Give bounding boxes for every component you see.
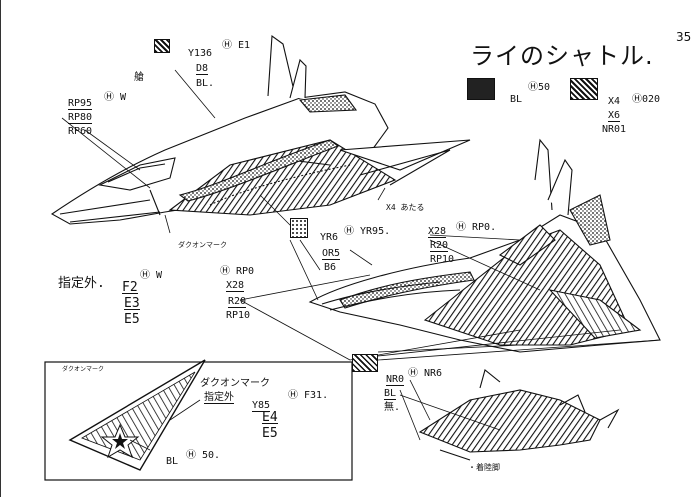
upper-shuttle-drawing [50, 34, 471, 225]
right-c: RP10 [430, 254, 455, 265]
palette-light-mark: Ⓗ020 [632, 94, 661, 105]
palette-dark-mark: Ⓗ50 [528, 82, 551, 93]
top-code: Y136 [188, 48, 213, 59]
cockpit-mark: Ⓗ YR95. [344, 226, 391, 237]
palette-dark-code: BL [510, 94, 523, 105]
swatch-dark [467, 78, 495, 100]
cockpit-swatch [290, 218, 308, 238]
palette-light-code-3: NR01 [602, 124, 627, 135]
right-b: R20 [430, 240, 449, 252]
inset-bl-mark: Ⓗ 50. [186, 450, 221, 461]
left-a-mark: Ⓗ W [104, 92, 127, 103]
right-a-mark: Ⓗ RP0. [456, 222, 497, 233]
side-kanji: 艙 [134, 72, 144, 83]
top-swatch [154, 39, 170, 53]
inset-c: E5 [262, 426, 278, 441]
right-shuttle-drawing [308, 138, 661, 353]
mid-mark: Ⓗ RP0 [220, 266, 255, 277]
bottom-a: BL [384, 388, 397, 400]
left-a: RP95 [68, 98, 93, 110]
shitei-c: E5 [124, 312, 140, 327]
bottom-code: NR0 [386, 374, 405, 386]
mark-pointer-label: ダクオンマーク [178, 241, 227, 249]
shitei-mark: Ⓗ W [140, 270, 163, 281]
underside-drawing [418, 369, 620, 461]
bottom-swatch [352, 354, 378, 372]
shitei-label: 指定外. [58, 276, 105, 291]
inset-a: Y85 [252, 400, 271, 412]
mid-c: RP10 [226, 310, 251, 321]
page-number: 35 [676, 30, 692, 44]
left-c: RP60 [68, 126, 93, 137]
emblem-inset-box [44, 359, 353, 481]
cockpit-code: YR6 [320, 232, 339, 243]
leader-lines [61, 69, 661, 451]
top-a: D8 [196, 63, 209, 75]
underside-note: ・着陸脚 [468, 463, 500, 472]
cockpit-b: B6 [324, 262, 337, 273]
arrow-note: X4 あたる [386, 203, 425, 212]
swatch-light [570, 78, 598, 100]
palette-light-code-2: X6 [608, 110, 621, 122]
inset-mark: Ⓗ F31. [288, 390, 329, 401]
mid-b: R20 [228, 296, 247, 308]
bottom-b: 無. [384, 402, 401, 413]
inset-sub: 指定外 [204, 392, 234, 404]
inset-title: ダクオンマーク [200, 378, 270, 389]
sheet-title: ライのシャトル. [470, 42, 654, 70]
bottom-mark: Ⓗ NR6 [408, 368, 443, 379]
mid-a: X28 [226, 280, 245, 292]
inset-b: E4 [262, 410, 278, 425]
inset-bl: BL [166, 456, 179, 467]
top-mark: Ⓗ E1 [222, 40, 251, 51]
top-b: BL. [196, 78, 215, 89]
inset-header: ダクオンマーク [62, 366, 105, 373]
left-b: RP80 [68, 112, 93, 124]
cockpit-a: OR5 [322, 248, 341, 260]
shitei-b: E3 [124, 296, 140, 311]
palette-light-code-1: X4 [608, 96, 621, 107]
shitei-a: F2 [122, 280, 138, 295]
right-a: X28 [428, 226, 447, 238]
